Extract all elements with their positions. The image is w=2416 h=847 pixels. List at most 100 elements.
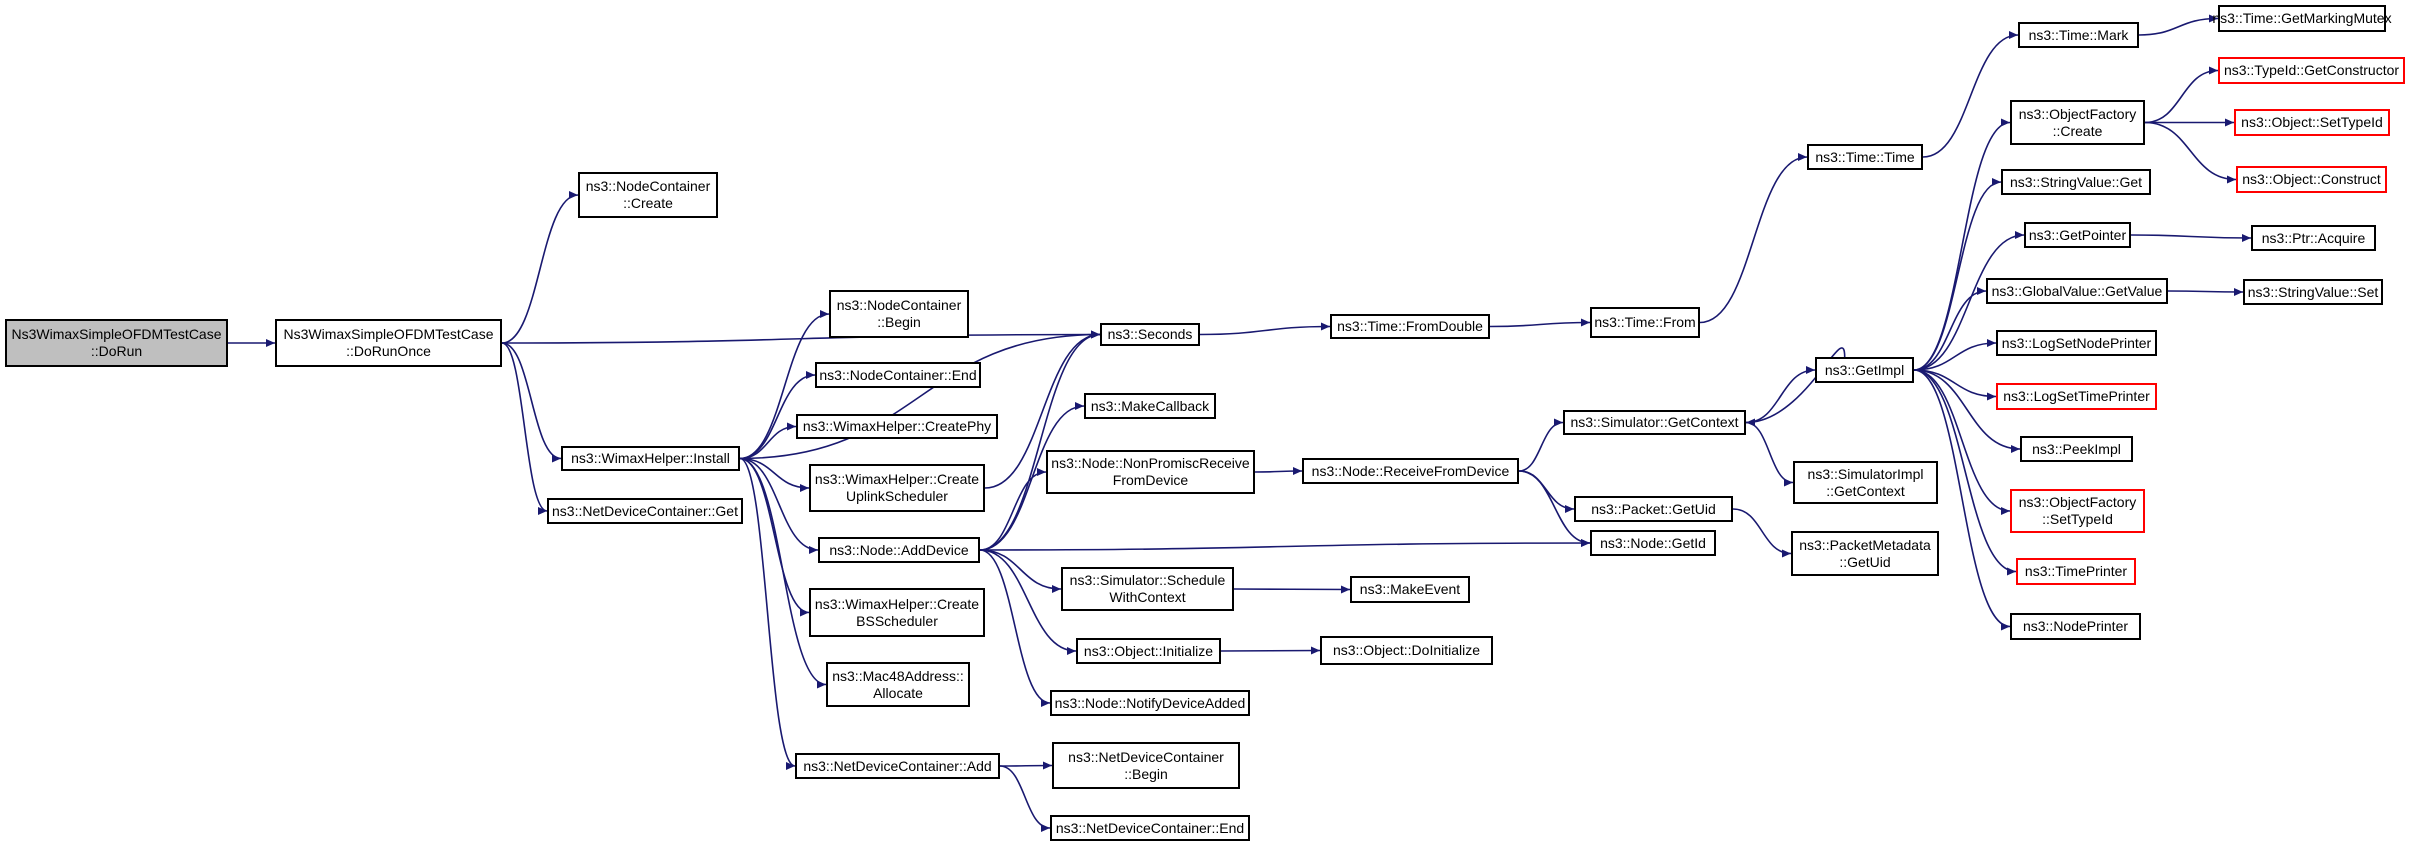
edge-wh_uplink-to-seconds xyxy=(984,330,1101,489)
node-label-line: ns3::GlobalValue::GetValue xyxy=(1991,282,2163,299)
node-label-line: BSScheduler xyxy=(856,612,938,629)
node-typeid-getconstructor[interactable]: ns3::TypeId::GetConstructor xyxy=(2218,57,2405,84)
node-nc-begin[interactable]: ns3::NodeContainer::Begin xyxy=(829,290,969,338)
node-label-line: ::Create xyxy=(2052,122,2103,139)
node-object-construct[interactable]: ns3::Object::Construct xyxy=(2236,166,2387,193)
node-label-line: ns3::ObjectFactory xyxy=(2018,494,2137,510)
edge-objfactory_create-to-typeid_getconstructor xyxy=(2144,66,2219,124)
node-label-line: ns3::LogSetTimePrinter xyxy=(2003,388,2150,404)
node-makeevent[interactable]: ns3::MakeEvent xyxy=(1350,576,1470,603)
node-receivefromdevice[interactable]: ns3::Node::ReceiveFromDevice xyxy=(1302,458,1519,484)
edge-wh_install-to-ndc_add xyxy=(739,457,796,770)
node-timeprinter[interactable]: ns3::TimePrinter xyxy=(2016,558,2136,585)
node-objfactory-settypeid[interactable]: ns3::ObjectFactory::SetTypeId xyxy=(2010,489,2145,533)
edge-getimpl-to-getpointer xyxy=(1913,231,2025,371)
node-label-line: ns3::WimaxHelper::Install xyxy=(571,450,730,466)
edge-nonpromisc-to-receivefromdevice xyxy=(1254,467,1303,476)
node-label-line: ns3::Object::SetTypeId xyxy=(2241,114,2383,130)
edge-wh_install-to-nc_end xyxy=(739,371,816,460)
node-ndc-get[interactable]: ns3::NetDeviceContainer::Get xyxy=(547,498,743,524)
node-time-from[interactable]: ns3::Time::From xyxy=(1590,307,1700,338)
node-label-line: ns3::NodePrinter xyxy=(2022,618,2129,634)
node-label-line: ns3::StringValue::Set xyxy=(2247,283,2379,300)
node-label-line: ns3::Time::Mark xyxy=(2028,26,2129,43)
node-getpointer[interactable]: ns3::GetPointer xyxy=(2024,222,2131,248)
node-time-mark[interactable]: ns3::Time::Mark xyxy=(2018,22,2139,48)
node-simimpl-getcontext[interactable]: ns3::SimulatorImpl::GetContext xyxy=(1793,461,1938,504)
node-label-line: ::Create xyxy=(623,195,673,211)
node-label-line: ns3::Node::NonPromiscReceive xyxy=(1051,455,1250,471)
node-label-line: ns3::Time::From xyxy=(1594,314,1696,330)
node-label-line: ns3::GetImpl xyxy=(1824,361,1905,378)
edge-ndc_add-to-ndc_end xyxy=(999,765,1051,832)
edge-wh_install-to-wh_createphy xyxy=(739,422,797,460)
node-mac48[interactable]: ns3::Mac48Address::Allocate xyxy=(826,662,970,707)
node-root[interactable]: Ns3WimaxSimpleOFDMTestCase::DoRun xyxy=(5,319,228,367)
node-pktmeta-getuid[interactable]: ns3::PacketMetadata::GetUid xyxy=(1791,531,1939,576)
node-logsetnodeprinter[interactable]: ns3::LogSetNodePrinter xyxy=(1996,330,2157,356)
node-label-line: ns3::Object::DoInitialize xyxy=(1332,642,1481,658)
edge-node_adddevice-to-notifydevice xyxy=(979,549,1051,707)
node-label-line: ns3::NodeContainer xyxy=(585,178,711,194)
node-wh-install[interactable]: ns3::WimaxHelper::Install xyxy=(561,446,740,471)
node-label-line: Ns3WimaxSimpleOFDMTestCase xyxy=(283,326,494,342)
node-peekimpl[interactable]: ns3::PeekImpl xyxy=(2020,436,2133,462)
edge-wh_install-to-wh_bs xyxy=(739,457,810,617)
edge-node_adddevice-to-schedulewithctx xyxy=(979,549,1062,593)
node-time-time[interactable]: ns3::Time::Time xyxy=(1807,144,1923,170)
node-sim-getcontext[interactable]: ns3::Simulator::GetContext xyxy=(1563,410,1746,435)
node-label-line: ns3::NodeContainer::End xyxy=(819,366,977,383)
node-logsettimeprinter[interactable]: ns3::LogSetTimePrinter xyxy=(1996,383,2157,410)
node-label-line: ::GetUid xyxy=(1839,553,1891,570)
node-label-line: ns3::Node::GetId xyxy=(1600,534,1706,551)
node-label-line: ns3::SimulatorImpl xyxy=(1807,465,1924,482)
node-label-line: ns3::TimePrinter xyxy=(2024,563,2128,579)
node-object-settypeid[interactable]: ns3::Object::SetTypeId xyxy=(2234,109,2390,136)
node-label-line: ::DoRunOnce xyxy=(346,343,431,359)
node-label-line: ns3::LogSetNodePrinter xyxy=(2001,334,2152,351)
node-stringvalue-get[interactable]: ns3::StringValue::Get xyxy=(2001,169,2151,195)
node-time-fromdouble[interactable]: ns3::Time::FromDouble xyxy=(1330,314,1490,339)
node-nc-end[interactable]: ns3::NodeContainer::End xyxy=(815,362,981,388)
node-ndc-end[interactable]: ns3::NetDeviceContainer::End xyxy=(1050,815,1250,841)
node-label-line: ns3::PacketMetadata xyxy=(1799,536,1931,553)
node-label-line: ns3::WimaxHelper::CreatePhy xyxy=(802,418,992,434)
edge-schedulewithctx-to-makeevent xyxy=(1233,585,1351,594)
node-ptr-acquire[interactable]: ns3::Ptr::Acquire xyxy=(2251,225,2376,251)
node-label-line: ns3::Node::ReceiveFromDevice xyxy=(1311,462,1510,479)
node-nodeprinter[interactable]: ns3::NodePrinter xyxy=(2010,613,2141,640)
node-dorunonce[interactable]: Ns3WimaxSimpleOFDMTestCase::DoRunOnce xyxy=(275,319,502,367)
node-node-getid[interactable]: ns3::Node::GetId xyxy=(1590,530,1716,556)
node-seconds[interactable]: ns3::Seconds xyxy=(1100,323,1200,346)
edge-receivefromdevice-to-node_getid xyxy=(1518,470,1591,547)
node-label-line: ns3::GetPointer xyxy=(2028,226,2127,243)
node-ndc-add[interactable]: ns3::NetDeviceContainer::Add xyxy=(795,753,1000,779)
node-nc-create[interactable]: ns3::NodeContainer::Create xyxy=(578,172,718,218)
node-packet-getuid[interactable]: ns3::Packet::GetUid xyxy=(1574,496,1733,522)
node-notifydevice[interactable]: ns3::Node::NotifyDeviceAdded xyxy=(1050,690,1250,716)
node-objfactory-create[interactable]: ns3::ObjectFactory::Create xyxy=(2010,100,2145,145)
node-makecallback[interactable]: ns3::MakeCallback xyxy=(1084,393,1216,419)
node-time-getmarkingmutex[interactable]: ns3::Time::GetMarkingMutex xyxy=(2212,5,2392,32)
edge-dorunonce-to-wh_install xyxy=(501,342,562,463)
node-label-line: ns3::Time::Time xyxy=(1815,148,1915,165)
node-stringvalue-set[interactable]: ns3::StringValue::Set xyxy=(2243,279,2383,305)
node-node-adddevice[interactable]: ns3::Node::AddDevice xyxy=(818,537,980,563)
node-doinitialize[interactable]: ns3::Object::DoInitialize xyxy=(1320,636,1493,665)
node-label-line: Allocate xyxy=(873,684,923,701)
node-ndc-begin[interactable]: ns3::NetDeviceContainer::Begin xyxy=(1052,742,1240,789)
node-wh-createphy[interactable]: ns3::WimaxHelper::CreatePhy xyxy=(796,414,998,439)
node-label-line: ns3::Time::GetMarkingMutex xyxy=(2212,10,2392,26)
node-obj-initialize[interactable]: ns3::Object::Initialize xyxy=(1076,638,1221,664)
node-label-line: ns3::NetDeviceContainer xyxy=(1068,748,1224,765)
node-getimpl[interactable]: ns3::GetImpl xyxy=(1815,357,1914,383)
node-globalvalue-getvalue[interactable]: ns3::GlobalValue::GetValue xyxy=(1986,278,2168,304)
node-label-line: ::GetContext xyxy=(1826,482,1905,499)
node-label-line: ::Begin xyxy=(877,314,921,330)
node-label-line: ns3::Time::FromDouble xyxy=(1337,318,1483,334)
